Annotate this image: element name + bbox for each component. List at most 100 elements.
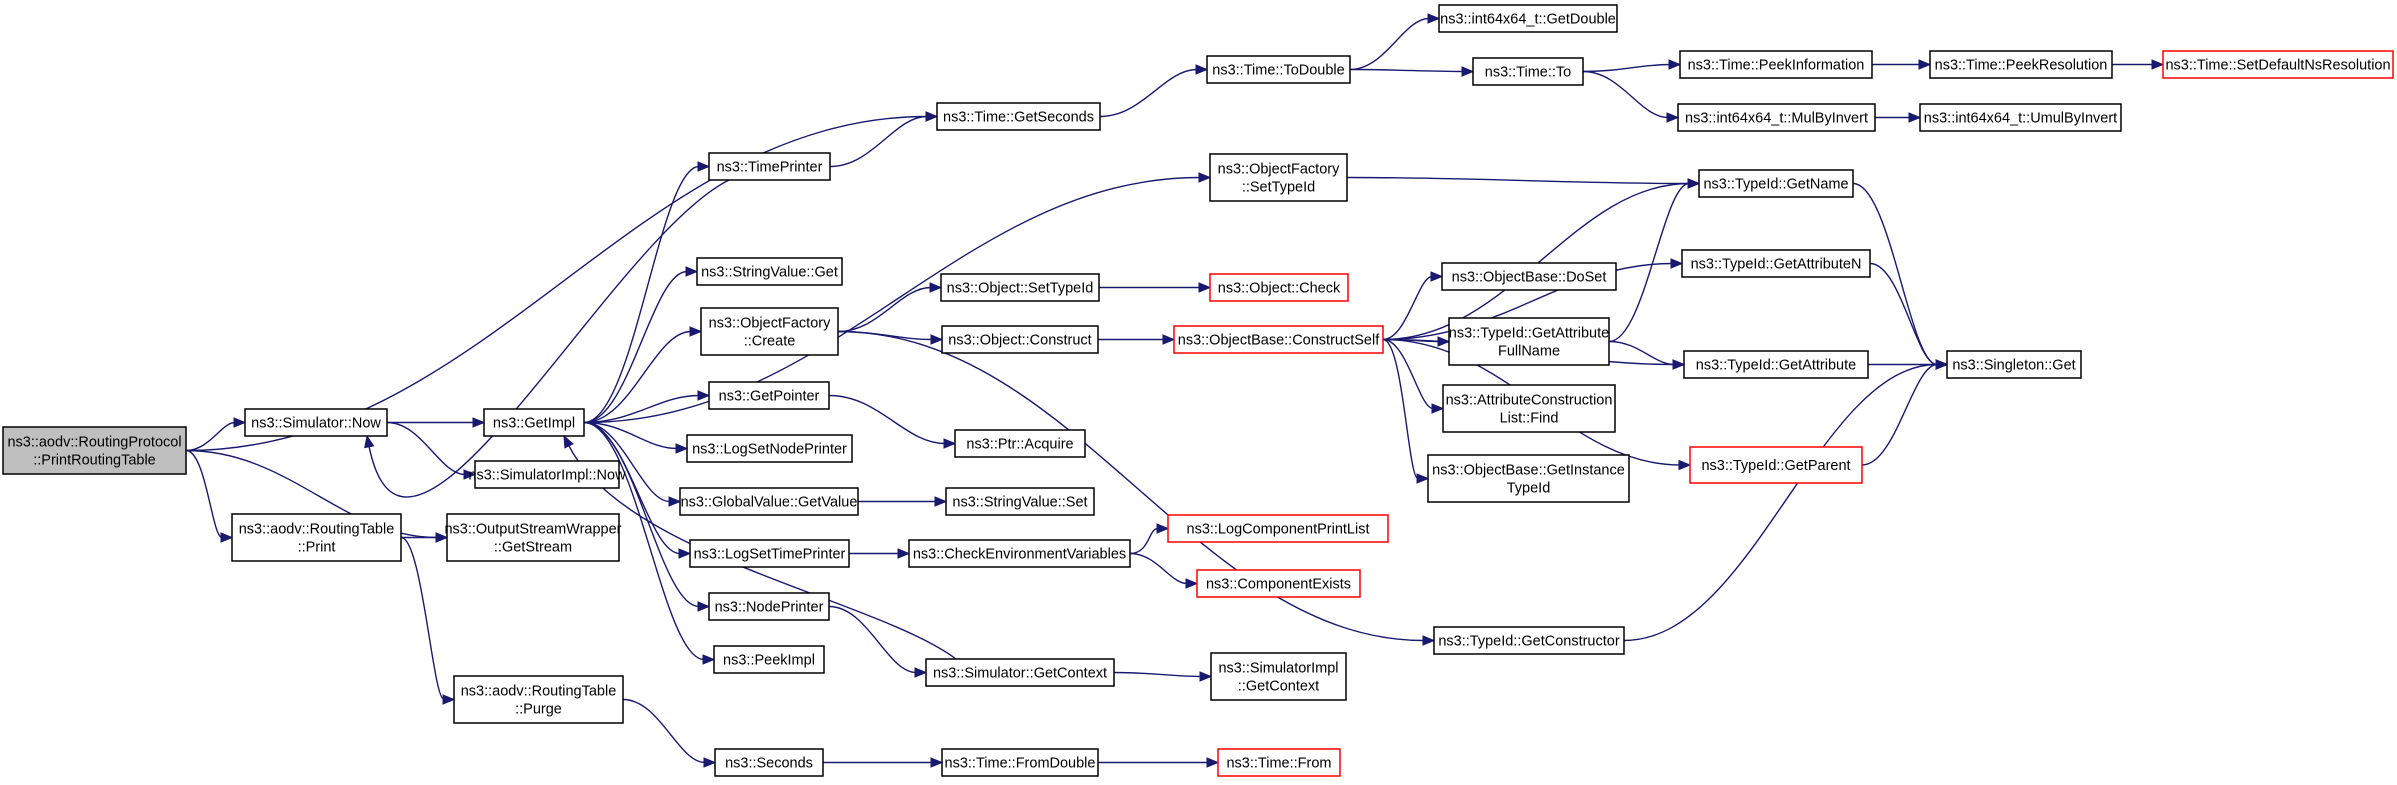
node-timepeekinfo[interactable]: ns3::Time::PeekInformation (1679, 50, 1873, 79)
node-label: ns3::Time::SetDefaultNsResolution (2165, 58, 2390, 74)
node-int64getdouble[interactable]: ns3::int64x64_t::GetDouble (1438, 4, 1618, 33)
node-timesetdefres[interactable]: ns3::Time::SetDefaultNsResolution (2162, 50, 2394, 79)
edge-getimpl-to-logsetnode (583, 421, 678, 450)
edge-arrowhead (220, 532, 234, 543)
node-getpointer[interactable]: ns3::GetPointer (708, 381, 830, 410)
node-timepeekres[interactable]: ns3::Time::PeekResolution (1929, 50, 2113, 79)
node-box (908, 539, 1131, 568)
node-label: FullName (1498, 344, 1560, 360)
node-label: ns3::Seconds (725, 756, 813, 772)
node-label: ns3::CheckEnvironmentVariables (913, 547, 1126, 563)
node-ofcreate[interactable]: ns3::ObjectFactory::Create (700, 307, 839, 356)
node-getimpl[interactable]: ns3::GetImpl (483, 408, 585, 437)
node-box (700, 307, 839, 356)
node-root[interactable]: ns3::aodv::RoutingProtocol::PrintRouting… (2, 426, 187, 475)
edge-checkenv-to-compexists (1129, 552, 1188, 585)
node-int64umulbyinv[interactable]: ns3::int64x64_t::UmulByInvert (1919, 103, 2122, 132)
node-objcheck[interactable]: ns3::Object::Check (1209, 273, 1349, 302)
node-ofsettypeid[interactable]: ns3::ObjectFactory::SetTypeId (1209, 153, 1348, 202)
node-box (696, 257, 843, 286)
node-rtpurge[interactable]: ns3::aodv::RoutingTable::Purge (453, 675, 624, 724)
node-label: ns3::PeekImpl (723, 653, 815, 669)
node-timefrom[interactable]: ns3::Time::From (1217, 748, 1341, 777)
node-label: ns3::TypeId::GetAttribute (1696, 358, 1856, 374)
node-box (2162, 50, 2394, 79)
node-gvgetvalue[interactable]: ns3::GlobalValue::GetValue (679, 487, 859, 516)
node-tidgetname[interactable]: ns3::TypeId::GetName (1698, 169, 1854, 198)
node-rtprint[interactable]: ns3::aodv::RoutingTable::Print (231, 513, 402, 562)
node-timetodouble[interactable]: ns3::Time::ToDouble (1206, 55, 1351, 84)
node-box (713, 645, 825, 674)
node-simimplgetctx[interactable]: ns3::SimulatorImpl::GetContext (1210, 652, 1347, 701)
node-logcompprint[interactable]: ns3::LogComponentPrintList (1167, 514, 1389, 543)
edge-ofcreate-to-objsettypeid (837, 286, 932, 333)
node-label: ns3::NodePrinter (715, 600, 824, 616)
node-tidgetparent[interactable]: ns3::TypeId::GetParent (1689, 446, 1863, 484)
edge-arrowhead (1666, 112, 1680, 123)
node-svget[interactable]: ns3::StringValue::Get (696, 257, 843, 286)
node-tidgetctor[interactable]: ns3::TypeId::GetConstructor (1433, 626, 1625, 655)
node-label: ns3::LogComponentPrintList (1187, 522, 1370, 538)
node-simimplnow[interactable]: ns3::SimulatorImpl::Now (468, 460, 626, 489)
node-singletonget[interactable]: ns3::Singleton::Get (1946, 350, 2082, 379)
node-ptracquire[interactable]: ns3::Ptr::Acquire (954, 429, 1086, 458)
node-box (708, 592, 830, 621)
nodes-layer: ns3::aodv::RoutingProtocol::PrintRouting… (2, 4, 2394, 777)
node-timefromdouble[interactable]: ns3::Time::FromDouble (941, 748, 1099, 777)
edge-getpointer-to-ptracquire (828, 394, 946, 445)
node-timeto[interactable]: ns3::Time::To (1472, 57, 1584, 86)
edge-getimpl-to-timeprinter (583, 165, 700, 424)
node-label: ns3::Time::PeekResolution (1935, 58, 2108, 74)
node-svset[interactable]: ns3::StringValue::Set (945, 487, 1095, 516)
node-logsettime[interactable]: ns3::LogSetTimePrinter (689, 539, 850, 568)
node-simnow[interactable]: ns3::Simulator::Now (244, 408, 388, 437)
node-label: ns3::Time::From (1226, 756, 1331, 772)
node-checkenv[interactable]: ns3::CheckEnvironmentVariables (908, 539, 1131, 568)
edge-arrowhead (1678, 459, 1692, 471)
node-nodeprinter[interactable]: ns3::NodePrinter (708, 592, 830, 621)
edge-arrowhead (675, 443, 689, 454)
node-box (1683, 350, 1869, 379)
edge-arrowhead (668, 496, 682, 507)
edge-tidgetattrn-to-singletonget (1869, 262, 1938, 366)
node-peekimpl[interactable]: ns3::PeekImpl (713, 645, 825, 674)
node-box (1438, 4, 1618, 33)
node-tidgetattr[interactable]: ns3::TypeId::GetAttribute (1683, 350, 1869, 379)
node-box (1698, 169, 1854, 198)
node-objconstruct[interactable]: ns3::Object::Construct (941, 325, 1099, 354)
edge-arrowhead (1195, 64, 1209, 75)
edge-arrowhead (1185, 578, 1199, 589)
node-label: ns3::Time::To (1485, 65, 1572, 81)
node-label: ns3::int64x64_t::UmulByInvert (1924, 111, 2117, 127)
node-compexists[interactable]: ns3::ComponentExists (1196, 569, 1361, 598)
node-oswgs[interactable]: ns3::OutputStreamWrapper::GetStream (444, 513, 622, 562)
node-obconstructself[interactable]: ns3::ObjectBase::ConstructSelf (1173, 325, 1384, 354)
node-label: ns3::Time::FromDouble (945, 756, 1096, 772)
node-seconds[interactable]: ns3::Seconds (714, 748, 824, 777)
edge-arrowhead (697, 601, 711, 612)
node-box (1929, 50, 2113, 79)
node-label: ns3::TypeId::GetParent (1701, 458, 1850, 474)
node-obdoset[interactable]: ns3::ObjectBase::DoSet (1441, 262, 1617, 291)
node-label: ::GetContext (1238, 679, 1319, 695)
node-timeprinter[interactable]: ns3::TimePrinter (708, 152, 831, 181)
node-box (1209, 273, 1349, 302)
node-label: ns3::TypeId::GetAttribute (1449, 326, 1609, 342)
node-tidgetattrn[interactable]: ns3::TypeId::GetAttributeN (1681, 249, 1871, 278)
node-logsetnode[interactable]: ns3::LogSetNodePrinter (686, 434, 853, 463)
edge-arrowhead (364, 434, 375, 449)
node-objsettypeid[interactable]: ns3::Object::SetTypeId (940, 273, 1100, 302)
node-simgetctx[interactable]: ns3::Simulator::GetContext (925, 658, 1115, 687)
node-int64mulbyinv[interactable]: ns3::int64x64_t::MulByInvert (1677, 103, 1876, 132)
node-box (1689, 446, 1863, 484)
node-box (1679, 50, 1873, 79)
node-box (686, 434, 853, 463)
node-label: ns3::Object::Construct (948, 333, 1091, 349)
node-timegetsec[interactable]: ns3::Time::GetSeconds (936, 102, 1101, 131)
node-label: ns3::Time::GetSeconds (943, 110, 1094, 126)
edge-arrowhead (1427, 13, 1441, 24)
edge-timetodouble-to-timeto (1349, 68, 1464, 73)
